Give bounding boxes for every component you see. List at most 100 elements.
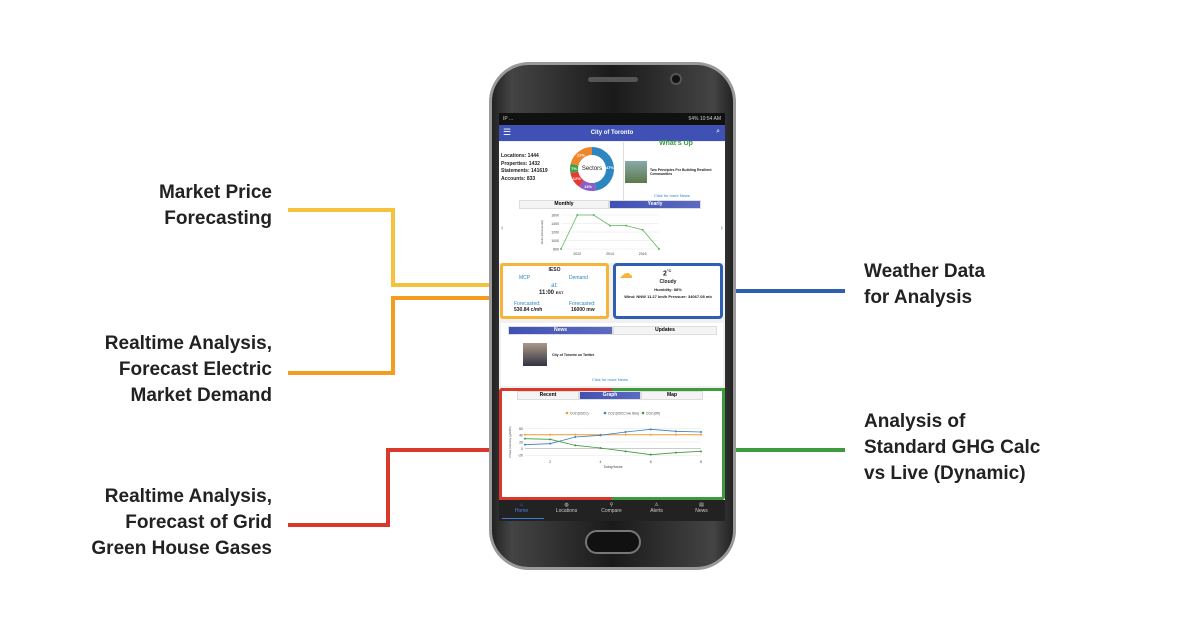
news-headline[interactable]: Two Principles For Building Resilient Co… [650,168,712,176]
data-point [641,228,644,231]
news-thumbnail[interactable] [625,161,647,183]
data-point [700,431,702,433]
y-tick-label: 40 [519,434,523,438]
ieso-timezone: EST [555,290,564,295]
data-point [624,433,627,436]
tab-graph[interactable]: Graph [579,391,641,400]
stat-properties: Properties: 1432 [501,160,540,167]
legend-label: CO2 (EDCC live time) [608,411,639,415]
ghg-intensity-chart: CO2 (EDCC)CO2 (EDCC live time)CO2 (diff)… [508,411,702,469]
cloud-icon: ☁ [619,265,633,281]
twitter-avatar[interactable] [523,343,547,366]
data-point [524,437,526,440]
temperature: 2 [663,270,667,278]
y-tick-label: 1400 [551,222,559,226]
data-point [574,436,577,438]
x-tick-label: 8 [700,460,702,464]
at-label: at: [551,283,558,289]
news-icon: ▤ [699,502,704,508]
data-point [624,450,627,453]
weather-card [613,263,723,319]
more-news-link[interactable]: Click for more News [654,193,690,198]
tab-news[interactable]: News [508,326,613,335]
x-tick-label: 2016 [639,252,647,256]
y-tick-label: 20 [519,440,523,444]
alert-icon: ⚠ [654,502,659,508]
speaker-grille [588,77,638,82]
home-icon: ⌂ [519,502,524,508]
tab-monthly[interactable]: Monthly [519,200,609,209]
x-axis-label: Today/hours [603,465,622,469]
donut-slice-label: 13% [584,184,592,189]
tab-yearly[interactable]: Yearly [609,200,701,209]
mcp-value: 530.84 c/mh [514,307,543,313]
donut-slice [570,163,579,174]
donut-slice-label: 7% [571,166,577,171]
status-left: IP ... [503,116,514,122]
wind-pressure: Wind: NNW 11.27 km/h Pressure: 34067.08 … [624,294,712,299]
mcp-label: MCP [519,275,531,281]
nav-alerts[interactable]: ⚠Alerts [634,502,679,514]
legend-marker [641,411,645,415]
data-point [574,433,577,436]
temperature-unit: °C [666,268,672,273]
data-point [649,428,652,431]
demand-forecasted-label: Forecasted: [569,301,596,307]
data-point [649,453,652,456]
data-point [700,433,702,436]
donut-slice [570,171,585,187]
y-tick-label: -20 [518,454,523,458]
app-screen: IP ... 54% 10:54 AM ☰ City of Toronto ⌕ … [499,113,725,521]
mcp-forecasted-label: Forecasted: [514,301,541,307]
data-point [658,248,660,250]
globe-icon: ◍ [564,502,569,508]
y-tick-label: 0 [521,447,523,451]
legend-marker [603,411,607,415]
y-tick-label: 60 [519,427,523,431]
hamburger-icon[interactable]: ☰ [503,127,512,137]
data-point [674,433,677,436]
y-axis-label: CO2e Intensity (g/kWh) [508,426,512,457]
chevron-left-icon[interactable]: ‹ [501,225,504,232]
series-line [524,428,702,446]
news-item[interactable]: City of Toronto on Twitter [552,353,595,357]
tab-updates[interactable]: Updates [613,326,717,335]
data-point [599,434,602,437]
nav-news[interactable]: ▤News [679,502,724,514]
data-point [549,442,552,445]
donut-center-label: Sectors [581,166,603,172]
data-point [649,433,652,436]
donut-slice [591,147,614,191]
nav-compare[interactable]: ⚲Compare [589,502,634,514]
y-tick-label: 1000 [551,239,559,243]
nav-locations[interactable]: ◍Locations [544,502,589,514]
demand-label: Demand [569,275,588,281]
series-line [524,438,702,456]
chevron-right-icon[interactable]: › [720,225,723,232]
news-heading: What's Up [659,140,693,147]
data-point [609,224,611,227]
home-button[interactable] [585,530,641,554]
donut-slice-label: 47% [606,165,614,170]
y-tick-label: 800 [553,247,559,251]
tab-map[interactable]: Map [641,391,703,400]
ghg-graph-card [499,388,725,500]
app-bar [499,125,725,141]
tab-recent[interactable]: Recent [517,391,579,400]
data-point [574,444,577,447]
page-title: City of Toronto [590,130,634,136]
x-tick-label: 2012 [573,252,581,256]
weather-condition: Cloudy [659,279,677,285]
search-icon[interactable]: ⌕ [716,128,720,135]
legend-label: CO2 (EDCC) [570,411,589,415]
sectors-donut-chart[interactable]: 47%13%12%7%21% [569,146,615,192]
more-news-link-2[interactable]: Click for more News [592,377,628,382]
donut-slice [570,147,593,166]
data-point [625,224,628,227]
nav-home[interactable]: ⌂Home [499,502,544,514]
ieso-card [500,263,609,319]
